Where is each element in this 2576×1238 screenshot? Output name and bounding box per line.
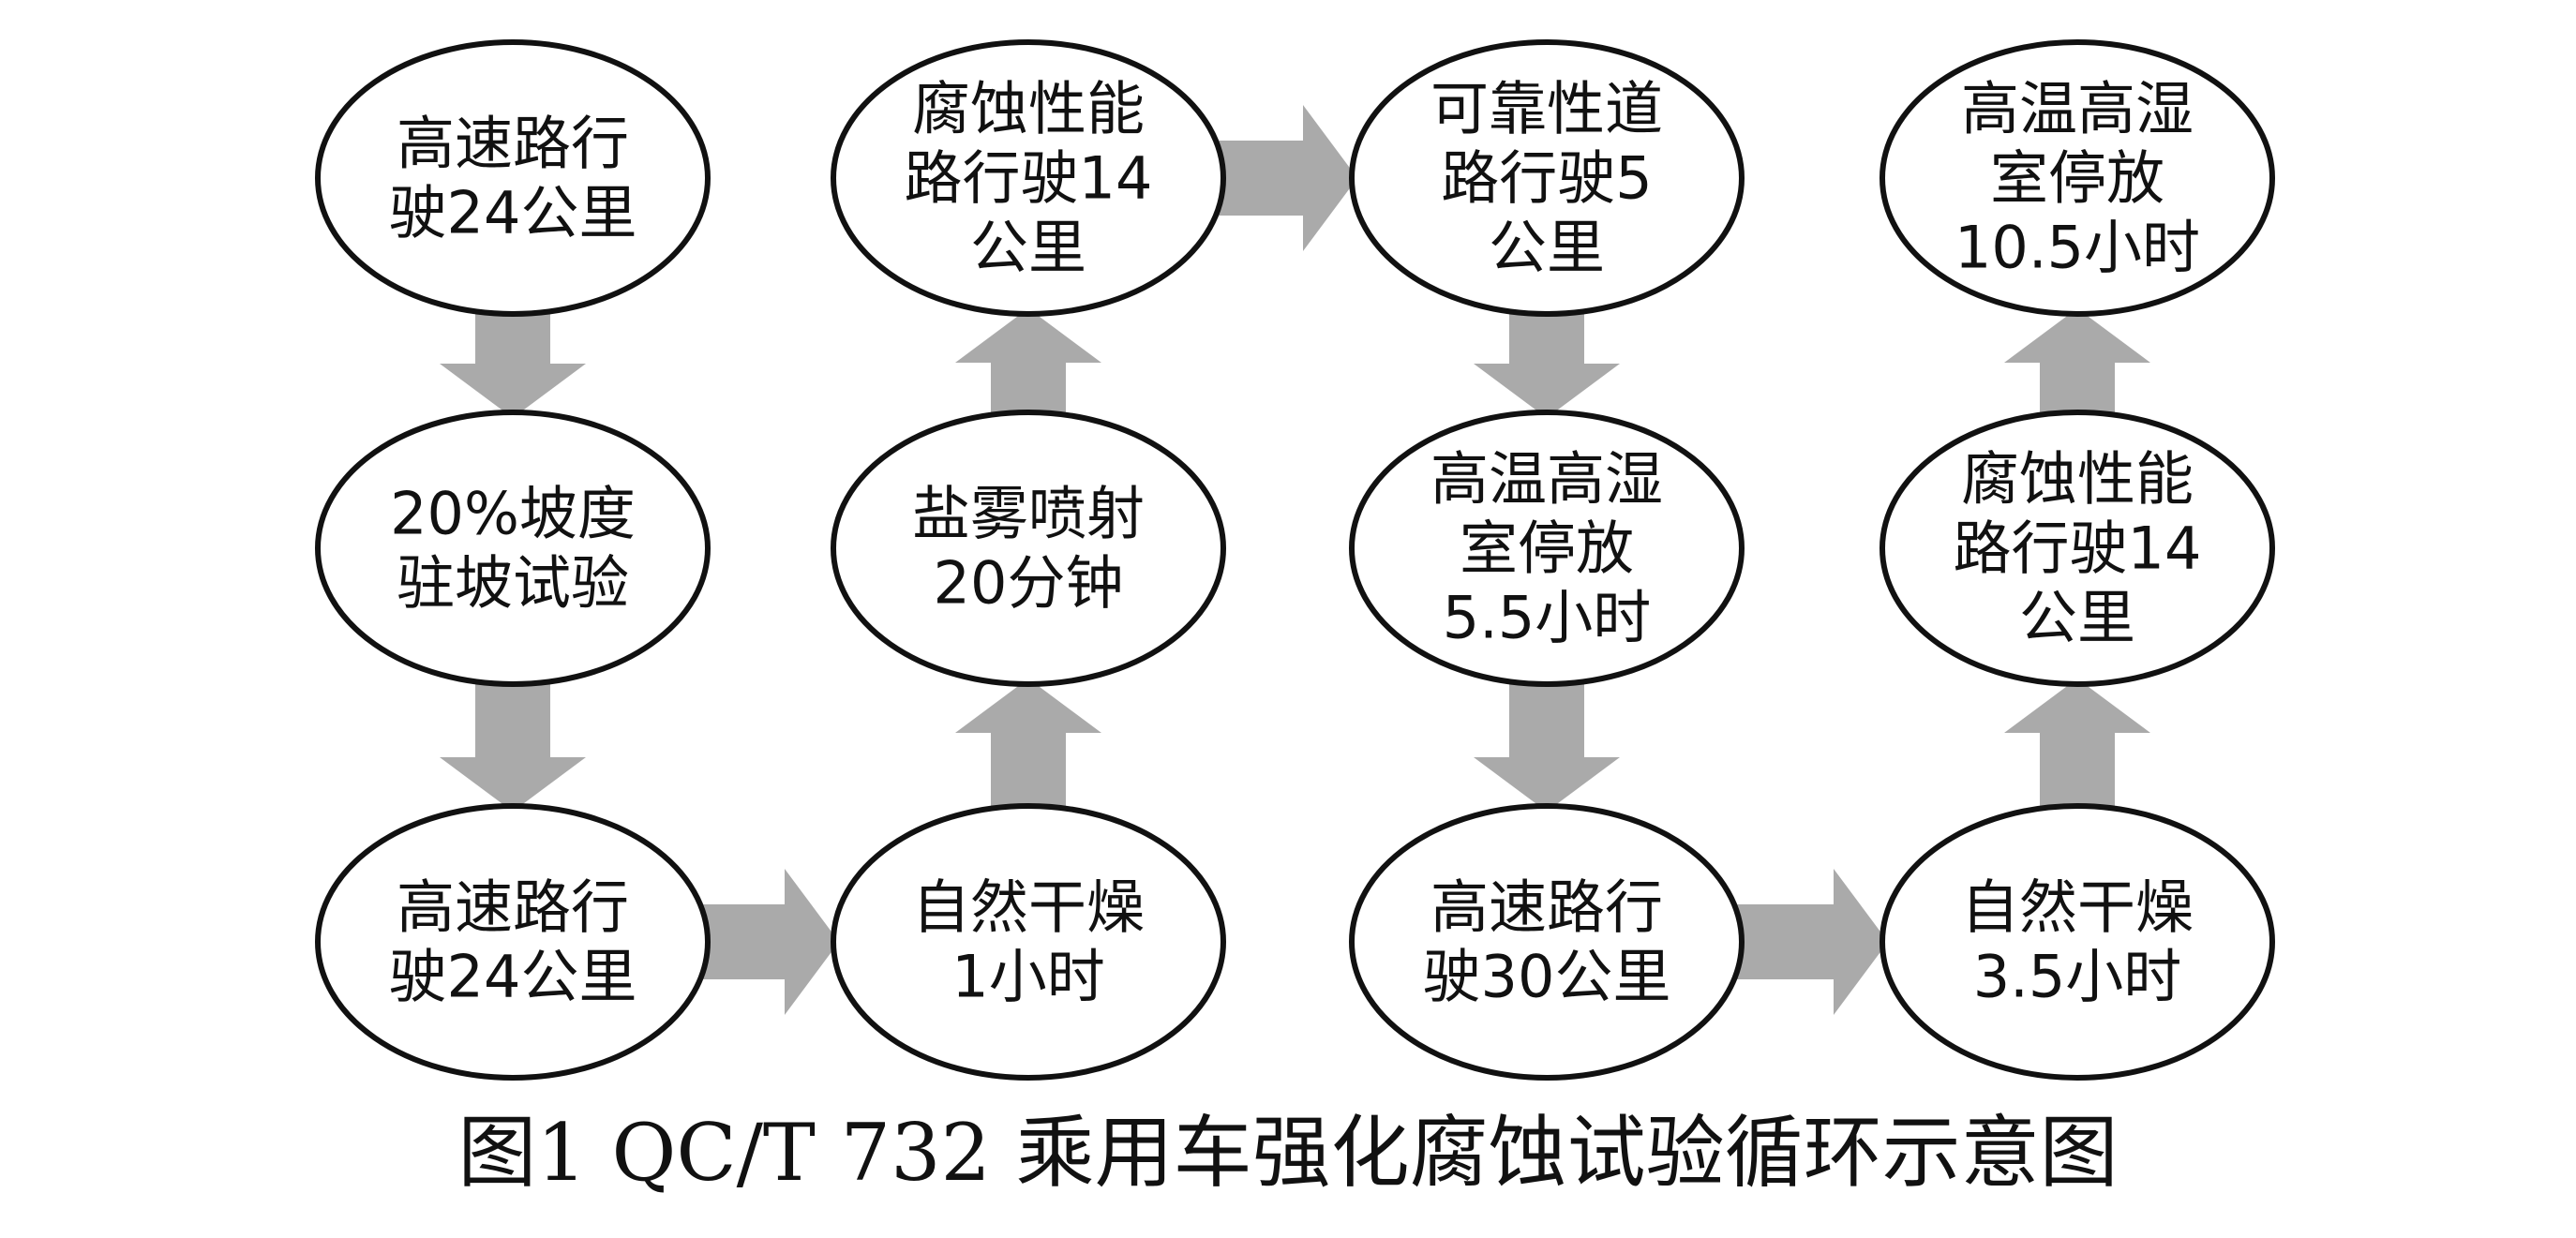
node-label-line: 1小时 [951, 943, 1104, 1011]
node-label-line: 腐蚀性能 [912, 75, 1145, 143]
flow-arrow-n9-to-n10 [1736, 869, 1888, 1015]
node-ellipse [1349, 410, 1745, 687]
node-label-line: 高速路行 [1430, 873, 1663, 942]
node-label-line: 自然干燥 [1961, 873, 2194, 942]
node-label-line: 路行驶14 [1954, 515, 2202, 583]
node-label-line: 10.5小时 [1954, 214, 2200, 282]
node-label-line: 室停放 [1990, 144, 2164, 213]
node-ellipse [1349, 39, 1745, 317]
node-label-line: 高速路行 [397, 873, 629, 942]
flow-arrow-n5-to-n6 [955, 308, 1101, 418]
node-label-line: 公里 [2019, 584, 2135, 652]
node-ellipse [831, 803, 1226, 1081]
node-label-line: 高温高湿 [1961, 75, 2194, 143]
flow-arrow-n4-to-n5 [955, 679, 1101, 812]
node-label-line: 5.5小时 [1443, 584, 1652, 652]
node-label-line: 20%坡度 [390, 480, 636, 548]
node-label-line: 驶24公里 [389, 179, 637, 247]
node-label-line: 高温高湿 [1430, 445, 1663, 514]
node-label-line: 驶24公里 [389, 943, 637, 1011]
node-label-line: 驻坡试验 [397, 549, 629, 618]
node-label-line: 公里 [970, 214, 1086, 282]
node-ellipse [1880, 803, 2275, 1081]
node-ellipse [315, 410, 711, 687]
node-label-line: 高速路行 [397, 110, 629, 178]
node-ellipse [315, 39, 711, 317]
node-ellipse [831, 39, 1226, 317]
node-ellipse [1349, 803, 1745, 1081]
node-label-line: 可靠性道 [1430, 75, 1663, 143]
node-ellipse [1880, 39, 2275, 317]
flow-arrow-n1-to-n2 [440, 308, 586, 418]
flow-arrow-n10-to-n11 [2004, 679, 2150, 812]
flow-arrow-n6-to-n7 [1218, 105, 1357, 251]
node-label-line: 自然干燥 [912, 873, 1145, 942]
node-label-line: 腐蚀性能 [1961, 445, 2194, 514]
flow-arrow-n3-to-n4 [702, 869, 839, 1015]
node-label-line: 驶30公里 [1423, 943, 1671, 1011]
flow-arrow-n2-to-n3 [440, 679, 586, 812]
node-ellipse [831, 410, 1226, 687]
flow-arrow-n7-to-n8 [1474, 308, 1620, 418]
flow-arrow-n8-to-n9 [1474, 679, 1620, 812]
figure-caption: 图1 QC/T 732 乘用车强化腐蚀试验循环示意图 [457, 1107, 2119, 1199]
node-label-line: 室停放 [1460, 515, 1634, 583]
node-ellipse [315, 803, 711, 1081]
flow-arrow-n11-to-n12 [2004, 308, 2150, 418]
node-label-line: 路行驶14 [905, 144, 1153, 213]
node-label-line: 路行驶5 [1441, 144, 1652, 213]
node-label-line: 盐雾喷射 [912, 480, 1145, 548]
node-label-line: 20分钟 [934, 549, 1124, 618]
node-label-line: 公里 [1489, 214, 1605, 282]
node-ellipse [1880, 410, 2275, 687]
node-label-line: 3.5小时 [1973, 943, 2182, 1011]
